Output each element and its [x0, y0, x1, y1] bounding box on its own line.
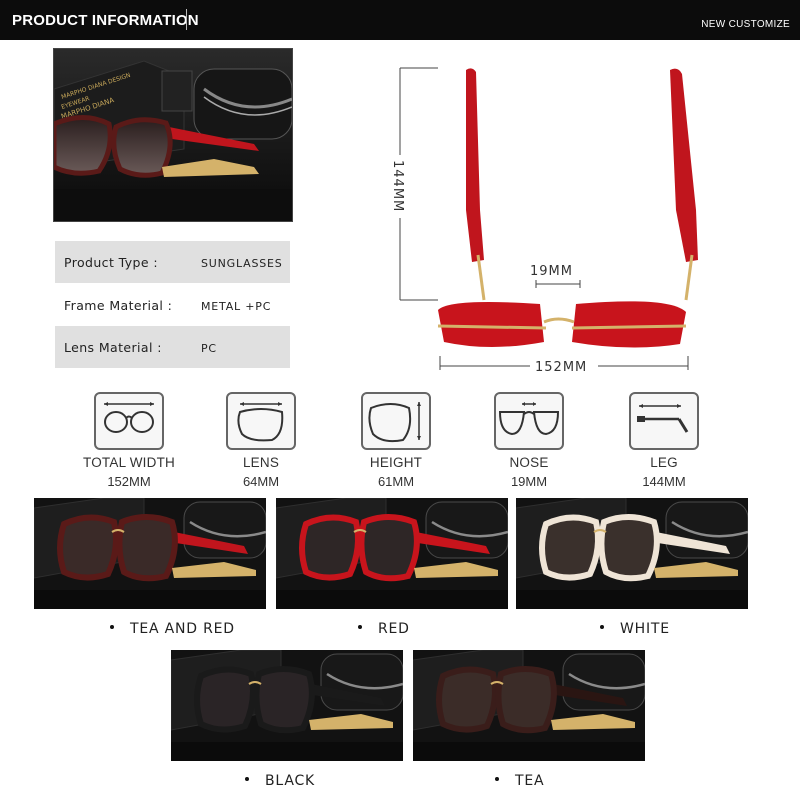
spec-label: Product Type : — [64, 255, 158, 270]
spec-row-frame-material: Frame Material : METAL +PC — [55, 284, 290, 326]
header-divider — [186, 9, 187, 30]
spec-value: PC — [201, 342, 217, 355]
variant-label: TEA AND RED — [110, 621, 235, 637]
icon-name: LEG — [650, 455, 678, 470]
lens-width-icon — [226, 392, 296, 450]
icon-name: LENS — [242, 455, 280, 470]
icon-value: 64MM — [242, 474, 280, 489]
nose-bridge-icon — [494, 392, 564, 450]
icon-name: NOSE — [509, 455, 549, 470]
header-bar: PRODUCT INFORMATION NEW CUSTOMIZE — [0, 0, 800, 40]
main-photo-illustration: MARPHO DIANA DESIGN EYEWEAR MARPHO DIANA — [54, 49, 292, 221]
header-title: PRODUCT INFORMATION — [12, 12, 199, 29]
spec-label: Frame Material : — [64, 298, 173, 313]
variant-photo-tea-and-red[interactable] — [34, 498, 266, 609]
icon-value: 144MM — [642, 474, 686, 489]
variant-label: TEA — [495, 773, 544, 789]
width-dimension-label: 152MM — [535, 360, 587, 375]
temple-length-icon — [629, 392, 699, 450]
spec-row-product-type: Product Type : SUNGLASSES — [55, 241, 290, 283]
icon-value: 61MM — [377, 474, 415, 489]
variant-photo-tea[interactable] — [413, 650, 645, 761]
icon-value: 152MM — [107, 474, 151, 489]
lens-height-icon — [361, 392, 431, 450]
total-width-icon — [94, 392, 164, 450]
header-right-text: NEW CUSTOMIZE — [701, 19, 790, 30]
variant-label: WHITE — [600, 621, 670, 637]
variant-label: BLACK — [245, 773, 315, 789]
icon-name: HEIGHT — [369, 455, 423, 470]
dimension-diagram: 144MM 19MM 152MM — [390, 67, 698, 375]
spec-value: METAL +PC — [201, 300, 272, 313]
main-product-photo: MARPHO DIANA DESIGN EYEWEAR MARPHO DIANA — [53, 48, 293, 222]
icon-name: TOTAL WIDTH — [83, 455, 175, 470]
variant-photo-red[interactable] — [276, 498, 508, 609]
spec-row-lens-material: Lens Material : PC — [55, 326, 290, 368]
icon-value: 19MM — [510, 474, 548, 489]
spec-label: Lens Material : — [64, 340, 162, 355]
variant-photo-black[interactable] — [171, 650, 403, 761]
height-dimension-label: 144MM — [390, 160, 405, 212]
bridge-dimension-label: 19MM — [530, 264, 573, 279]
spec-value: SUNGLASSES — [201, 257, 283, 270]
variant-photo-white[interactable] — [516, 498, 748, 609]
variant-label: RED — [358, 621, 410, 637]
